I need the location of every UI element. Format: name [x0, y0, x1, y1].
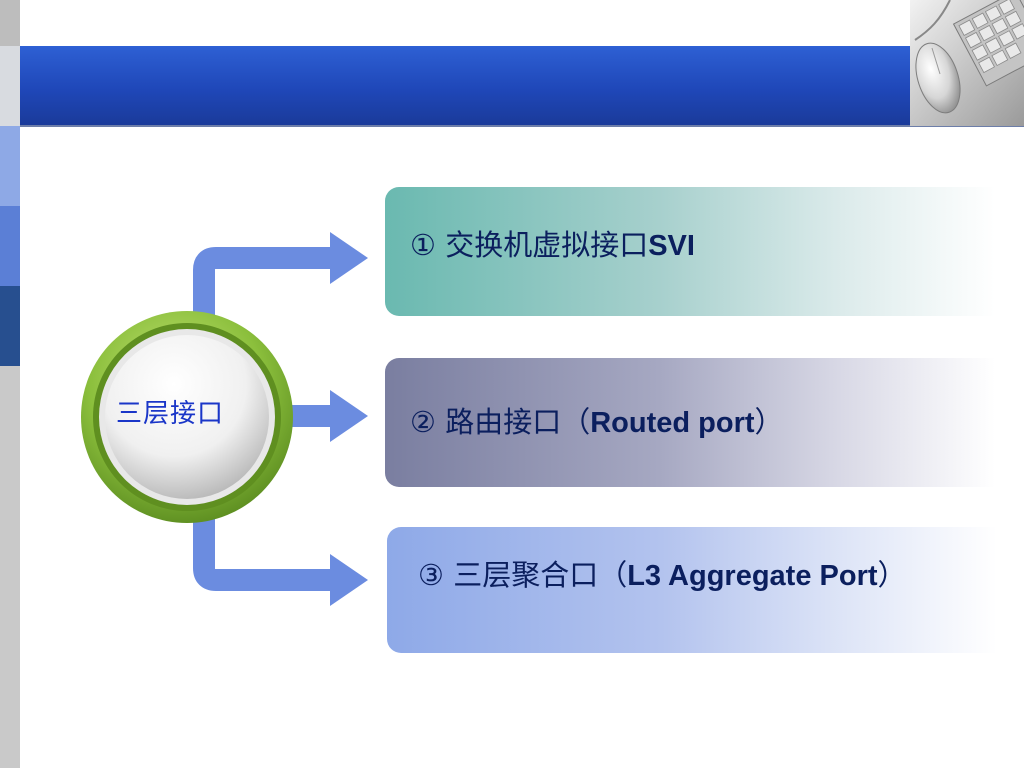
item-number: ① [410, 228, 436, 262]
item-box-svi: ① 交换机虚拟接口SVI [385, 187, 995, 316]
strip-block [0, 0, 20, 46]
arrow-branch-top [193, 247, 336, 320]
arrow-branch-bottom [193, 512, 336, 591]
arrow-head-bottom [330, 554, 368, 606]
item-number: ③ [418, 558, 444, 592]
item-label-cn: 三层聚合口（ [444, 558, 628, 592]
item-label-tail: ） [877, 558, 907, 592]
hub-label: 三层接口 [115, 399, 224, 429]
item-label-tail: ） [754, 405, 784, 439]
strip-block [0, 46, 20, 126]
keyboard-keys [952, 0, 1024, 87]
strip-block [0, 286, 20, 366]
item-number: ② [410, 405, 436, 439]
hub-node [80, 310, 294, 524]
item-label-latin: SVI [648, 230, 695, 262]
item-label-cn: 路由接口（ [436, 405, 591, 439]
item-label-latin: L3 Aggregate Port [627, 560, 878, 592]
item-text: ③ 三层聚合口（L3 Aggregate Port） [418, 553, 978, 598]
arrow-head-middle [330, 390, 368, 442]
header-bar [20, 46, 910, 126]
item-label-latin: Routed port [590, 407, 755, 439]
strip-block [0, 206, 20, 286]
item-box-routed-port: ② 路由接口（Routed port） [385, 358, 995, 487]
header-divider [20, 125, 1024, 127]
item-label-cn: 交换机虚拟接口 [436, 228, 649, 262]
item-box-l3-aggregate-port: ③ 三层聚合口（L3 Aggregate Port） [387, 527, 997, 653]
left-decor-strip [0, 0, 20, 768]
arrow-head-top [330, 232, 368, 284]
keyboard-mouse-photo-icon [910, 0, 1024, 126]
strip-block [0, 126, 20, 206]
